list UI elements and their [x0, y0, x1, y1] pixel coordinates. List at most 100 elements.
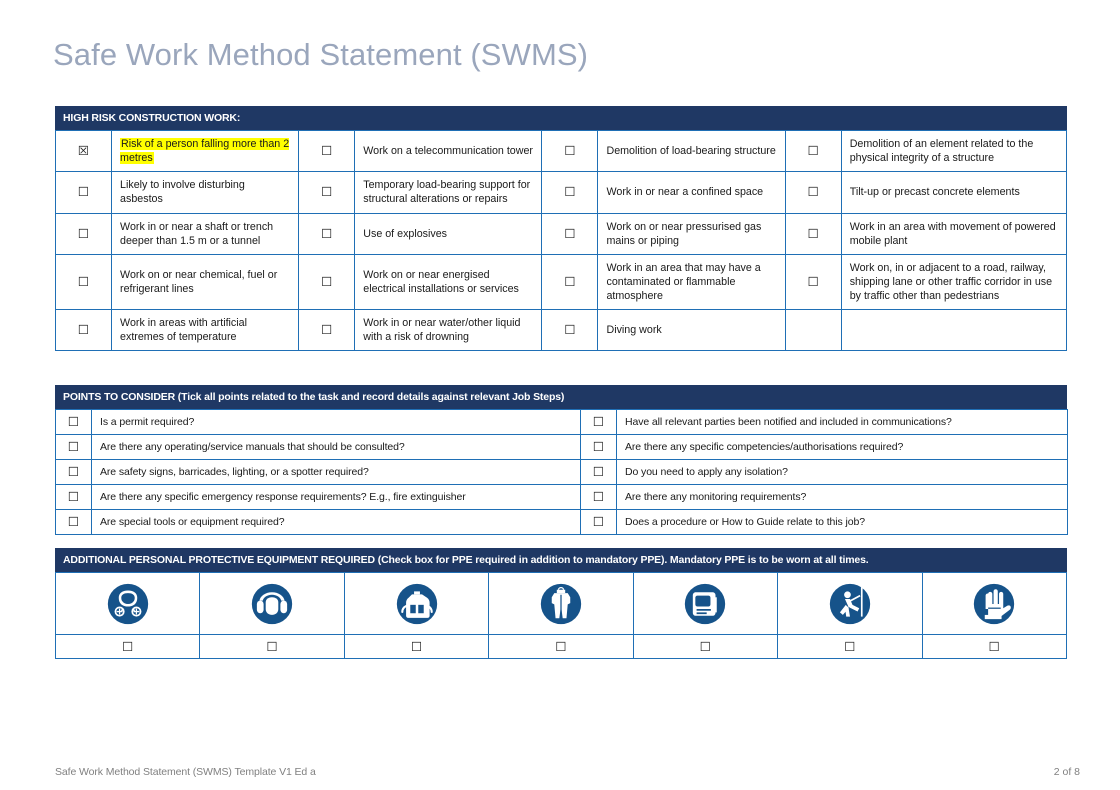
ppe-checkbox-cell[interactable]: ☐	[632, 634, 779, 660]
unchecked-checkbox-icon[interactable]: ☐	[67, 514, 80, 530]
hrcw-checkbox-cell[interactable]: ☐	[541, 253, 599, 311]
ppe-checkbox-cell[interactable]: ☐	[921, 634, 1068, 660]
point-checkbox-cell[interactable]: ☐	[580, 509, 617, 536]
point-checkbox-cell[interactable]: ☐	[580, 484, 617, 511]
table-row: ☐Are special tools or equipment required…	[55, 509, 1068, 536]
protective-apron-icon	[343, 572, 490, 636]
ppe-checkbox-cell[interactable]: ☐	[488, 634, 634, 660]
point-label: Have all relevant parties been notified …	[616, 409, 1068, 436]
hrcw-checkbox-cell[interactable]: ☒	[54, 130, 113, 173]
hrcw-item-label: Work on a telecommunication tower	[354, 130, 543, 173]
hrcw-checkbox-cell[interactable]: ☐	[54, 253, 113, 311]
unchecked-checkbox-icon[interactable]: ☐	[321, 143, 333, 159]
hrcw-checkbox-cell[interactable]: ☐	[298, 253, 356, 311]
hrcw-item-label: Work in areas with artificial extremes o…	[111, 309, 300, 352]
table-row: ☐ Are there any operating/service manuals…	[55, 434, 1068, 461]
unchecked-checkbox-icon[interactable]: ☐	[67, 439, 80, 455]
hrcw-checkbox-cell[interactable]: ☐	[298, 171, 356, 214]
hrcw-checkbox-cell[interactable]: ☐	[541, 171, 599, 214]
point-checkbox-cell[interactable]: ☐	[580, 459, 617, 486]
hrcw-checkbox-cell[interactable]: ☐	[298, 212, 356, 255]
point-checkbox-cell[interactable]: ☐	[55, 509, 92, 536]
hrcw-checkbox-cell[interactable]: ☐	[541, 309, 599, 352]
unchecked-checkbox-icon[interactable]: ☐	[321, 274, 333, 289]
safety-harness-icon	[777, 572, 923, 636]
unchecked-checkbox-icon[interactable]: ☐	[410, 638, 423, 654]
unchecked-checkbox-icon[interactable]: ☐	[564, 184, 576, 200]
unchecked-checkbox-icon[interactable]: ☐	[77, 225, 90, 241]
hrcw-section-header: HIGH RISK CONSTRUCTION WORK:	[55, 106, 1067, 131]
hrcw-checkbox-cell[interactable]: ☐	[54, 212, 113, 255]
unchecked-checkbox-icon[interactable]: ☐	[321, 225, 333, 241]
hrcw-checkbox-cell[interactable]: ☐	[784, 253, 842, 311]
unchecked-checkbox-icon[interactable]: ☐	[77, 322, 90, 338]
hrcw-checkbox-cell[interactable]: ☐	[298, 130, 356, 173]
point-checkbox-cell[interactable]: ☐	[55, 434, 92, 461]
unchecked-checkbox-icon[interactable]: ☐	[564, 225, 576, 241]
point-checkbox-cell[interactable]: ☐	[55, 484, 92, 511]
point-label: Are safety signs, barricades, lighting, …	[91, 459, 581, 486]
unchecked-checkbox-icon[interactable]: ☐	[592, 489, 605, 505]
point-checkbox-cell[interactable]: ☐	[55, 409, 92, 436]
unchecked-checkbox-icon[interactable]: ☐	[321, 184, 333, 200]
unchecked-checkbox-icon[interactable]: ☐	[844, 638, 856, 654]
unchecked-checkbox-icon[interactable]: ☐	[122, 638, 134, 654]
unchecked-checkbox-icon[interactable]: ☐	[592, 464, 605, 480]
point-checkbox-cell[interactable]: ☐	[580, 434, 617, 461]
unchecked-checkbox-icon[interactable]: ☐	[564, 274, 576, 289]
unchecked-checkbox-icon[interactable]: ☐	[77, 274, 90, 289]
hrcw-checkbox-cell[interactable]: ☐	[298, 309, 356, 352]
point-label: Does a procedure or How to Guide relate …	[616, 509, 1068, 536]
hrcw-item-label: Demolition of an element related to the …	[840, 130, 1068, 173]
ppe-checkbox-cell[interactable]: ☐	[777, 634, 923, 660]
unchecked-checkbox-icon[interactable]: ☐	[266, 638, 278, 654]
hrcw-checkbox-cell[interactable]: ☐	[54, 171, 113, 214]
hrcw-checkbox-cell[interactable]: ☐	[541, 130, 599, 173]
unchecked-checkbox-icon[interactable]: ☐	[988, 638, 1000, 654]
table-row: ☐ Work on or near chemical, fuel or refri…	[54, 253, 1068, 311]
unchecked-checkbox-icon[interactable]: ☐	[555, 638, 567, 654]
checked-checkbox-icon[interactable]: ☒	[77, 143, 90, 159]
point-label: Is a permit required?	[91, 409, 581, 436]
unchecked-checkbox-icon[interactable]: ☐	[67, 489, 80, 505]
table-row: ☒Risk of a person falling more than 2 me…	[54, 130, 1068, 173]
point-label: Do you need to apply any isolation?	[616, 459, 1068, 486]
hrcw-item-label: Use of explosives	[354, 212, 543, 255]
hrcw-item-label: Tilt-up or precast concrete elements	[840, 171, 1068, 214]
hrcw-item-label: Work on, in or adjacent to a road, railw…	[840, 253, 1068, 311]
hrcw-table: ☒Risk of a person falling more than 2 me…	[54, 130, 1068, 352]
point-checkbox-cell[interactable]: ☐	[55, 459, 92, 486]
unchecked-checkbox-icon[interactable]: ☐	[564, 143, 576, 159]
unchecked-checkbox-icon[interactable]: ☐	[77, 184, 90, 200]
unchecked-checkbox-icon[interactable]: ☐	[592, 414, 605, 430]
point-label: Are there any operating/service manuals …	[91, 434, 581, 461]
footer-page-number: 2 of 8	[1053, 766, 1080, 778]
point-checkbox-cell[interactable]: ☐	[580, 409, 617, 436]
hrcw-checkbox-cell[interactable]: ☐	[541, 212, 599, 255]
hrcw-checkbox-cell[interactable]: ☐	[784, 212, 842, 255]
unchecked-checkbox-icon[interactable]: ☐	[67, 414, 80, 430]
table-row: ☐ Are safety signs, barricades, lighting,…	[55, 459, 1068, 486]
unchecked-checkbox-icon[interactable]: ☐	[699, 638, 711, 654]
ppe-checkbox-cell[interactable]: ☐	[54, 634, 201, 660]
ppe-section-header: ADDITIONAL PERSONAL PROTECTIVE EQUIPMENT…	[55, 548, 1067, 573]
hrcw-checkbox-cell[interactable]: ☐	[784, 171, 842, 214]
ppe-table: ☐ ☐ ☐ ☐ ☐ ☐ ☐	[54, 572, 1068, 660]
point-label: Are there any specific emergency respons…	[91, 484, 581, 511]
hrcw-checkbox-cell[interactable]: ☐	[784, 130, 842, 173]
unchecked-checkbox-icon[interactable]: ☐	[807, 225, 819, 241]
unchecked-checkbox-icon[interactable]: ☐	[807, 184, 819, 200]
ppe-checkbox-cell[interactable]: ☐	[343, 634, 490, 660]
unchecked-checkbox-icon[interactable]: ☐	[807, 274, 819, 289]
unchecked-checkbox-icon[interactable]: ☐	[807, 143, 819, 159]
table-row: ☐Work in or near a shaft or trench deepe…	[54, 212, 1068, 255]
hrcw-item-label: Work on or near chemical, fuel or refrig…	[111, 253, 300, 311]
unchecked-checkbox-icon[interactable]: ☐	[592, 514, 605, 530]
protective-gloves-icon	[921, 572, 1068, 636]
unchecked-checkbox-icon[interactable]: ☐	[321, 322, 333, 338]
ppe-checkbox-cell[interactable]: ☐	[199, 634, 345, 660]
unchecked-checkbox-icon[interactable]: ☐	[67, 464, 80, 480]
unchecked-checkbox-icon[interactable]: ☐	[592, 439, 605, 455]
hrcw-checkbox-cell[interactable]: ☐	[54, 309, 113, 352]
unchecked-checkbox-icon[interactable]: ☐	[564, 322, 576, 338]
